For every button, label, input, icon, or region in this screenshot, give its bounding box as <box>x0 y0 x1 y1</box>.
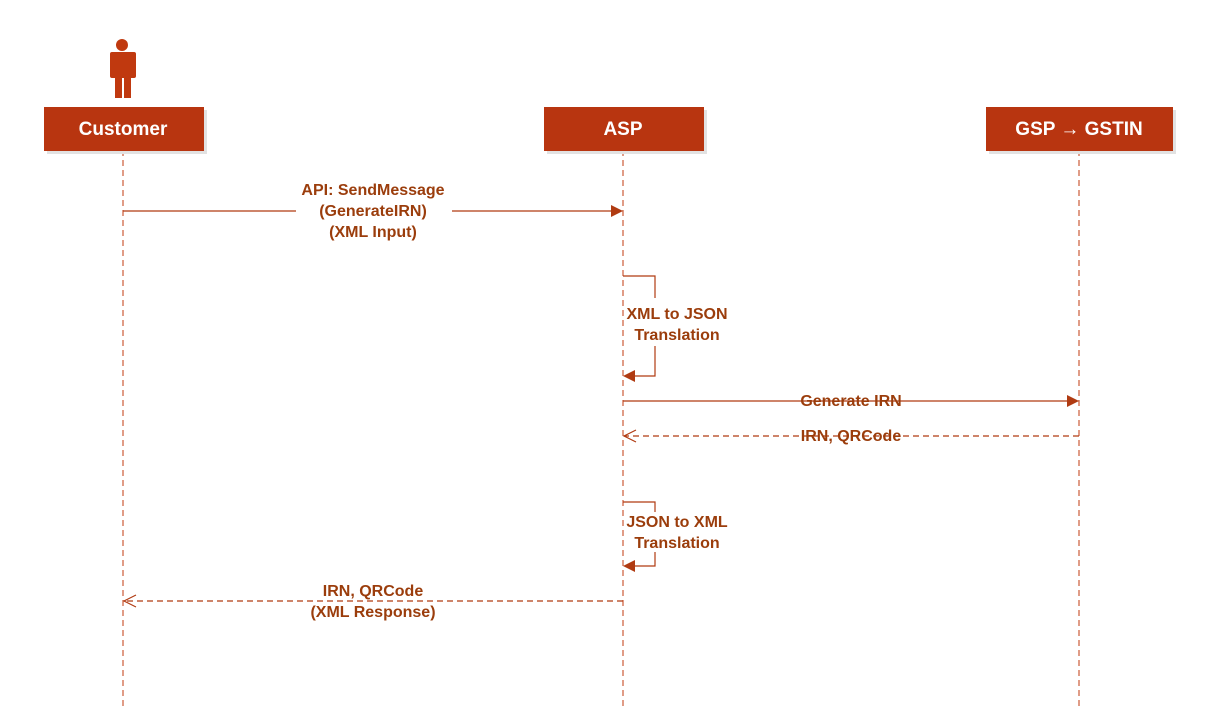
message-json-to-xml[interactable]: JSON to XML Translation <box>623 501 728 572</box>
open-arrowhead-icon <box>122 594 137 608</box>
arrowhead-icon <box>611 205 623 217</box>
participant-customer-label: Customer <box>79 119 168 140</box>
arrowhead-icon <box>623 370 635 382</box>
participant-asp[interactable]: ASP <box>544 107 707 154</box>
message-label: IRN, QRCode <box>323 583 424 600</box>
message-label: Translation <box>634 535 719 552</box>
arrowhead-icon <box>1067 395 1079 407</box>
self-loop-line <box>623 275 656 298</box>
arrowhead-icon <box>623 560 635 572</box>
participant-gsp-label: GSP → GSTIN <box>1015 119 1142 140</box>
message-send-message[interactable]: API: SendMessage (GenerateIRN) (XML Inpu… <box>123 182 623 241</box>
message-irn-qrcode-return[interactable]: IRN, QRCode <box>622 428 1079 445</box>
message-label: IRN, QRCode <box>801 428 902 445</box>
message-generate-irn[interactable]: Generate IRN <box>623 393 1079 410</box>
participant-customer[interactable]: Customer <box>44 107 207 154</box>
message-xml-response[interactable]: IRN, QRCode (XML Response) <box>122 583 623 621</box>
message-xml-to-json[interactable]: XML to JSON Translation <box>623 275 728 382</box>
self-loop-line <box>623 501 656 512</box>
participant-asp-label: ASP <box>603 119 642 140</box>
message-label: Translation <box>634 327 719 344</box>
message-label: (XML Input) <box>329 224 417 241</box>
message-label: XML to JSON <box>626 306 727 323</box>
message-label: (XML Response) <box>310 604 435 621</box>
open-arrowhead-icon <box>622 429 637 443</box>
message-label: (GenerateIRN) <box>319 203 427 220</box>
self-loop-line <box>635 552 656 567</box>
message-label: JSON to XML <box>626 514 728 531</box>
self-loop-line <box>635 346 656 377</box>
participant-gsp[interactable]: GSP → GSTIN <box>986 107 1176 154</box>
message-label: Generate IRN <box>800 393 901 410</box>
person-icon <box>110 39 136 98</box>
message-label: API: SendMessage <box>301 182 444 199</box>
